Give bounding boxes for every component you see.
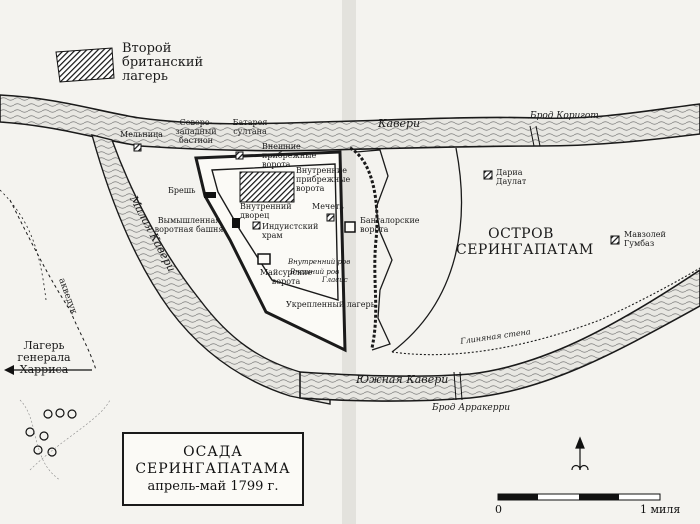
label-mosque: Мечеть xyxy=(312,202,344,211)
label-outer-water-gate: Внешние прибрежные ворота xyxy=(262,142,317,169)
aqueduct-line xyxy=(9,199,97,371)
label-gate-tower: Вымышленная воротная башня xyxy=(154,216,224,234)
scale-one-mile: 1 миля xyxy=(640,503,681,516)
arrakerri-ford xyxy=(453,371,463,401)
label-harris-camp: Лагерь генерала Харриса xyxy=(17,339,71,376)
harris-camp-markers xyxy=(25,408,77,457)
kaveri-river xyxy=(0,94,700,152)
mosque-marker xyxy=(326,213,335,222)
label-breach: Брешь xyxy=(168,186,196,195)
label-gumbaz: Мавзолей Гумбаз xyxy=(624,230,666,248)
scale-zero: 0 xyxy=(495,503,502,516)
korigot-ford xyxy=(529,125,541,147)
legend-british-camp: Второй британский лагерь xyxy=(122,41,204,84)
label-inner-moat: Внутренний ров xyxy=(288,258,351,266)
scale-bar xyxy=(497,493,661,501)
north-symbol xyxy=(571,436,589,471)
inner-palace-block xyxy=(239,171,295,203)
gate-tower xyxy=(232,218,240,228)
label-mill: Мельница xyxy=(120,130,163,139)
gumbaz-marker xyxy=(610,235,620,245)
daria-daulat-marker xyxy=(483,170,493,180)
label-bangalore-gate: Бангалорские ворота xyxy=(360,216,420,234)
title-line-1: ОСАДА xyxy=(183,444,243,460)
breach-marker xyxy=(204,192,216,198)
label-arrakerri-ford: Брод Арракерри xyxy=(432,403,511,413)
title-cartouche: ОСАДА СЕРИНГАПАТАМА апрель-май 1799 г. xyxy=(122,432,304,506)
south-kaveri-river xyxy=(299,269,700,402)
british-camp-swatch xyxy=(55,47,115,83)
mill-marker xyxy=(133,143,142,152)
label-kaveri: Кавери xyxy=(378,117,421,130)
label-fortified-camp: Укрепленный лагерь xyxy=(286,300,375,309)
label-korigot-ford: Брод Коригот xyxy=(530,111,599,121)
island-outline xyxy=(391,147,463,353)
label-outer-moat: Внешний ров xyxy=(290,268,340,276)
mysore-gate-block xyxy=(257,253,271,265)
label-south-kaveri: Южная Кавери xyxy=(356,373,449,386)
temple-marker xyxy=(252,221,261,230)
battery-marker xyxy=(235,151,244,160)
label-inner-palace: Внутренний дворец xyxy=(240,202,292,220)
label-inner-water-gate: Внутренние прибрежные ворота xyxy=(296,166,351,193)
label-nw-bastion: Северо-западный бастион xyxy=(175,118,217,145)
label-island: ОСТРОВ СЕРИНГАПАТАМ xyxy=(456,226,594,258)
title-line-2: СЕРИНГАПАТАМА xyxy=(135,461,291,477)
bangalore-gate-block xyxy=(344,221,356,233)
east-outworks xyxy=(355,149,393,351)
label-daria-daulat: Дариа Даулат xyxy=(496,168,527,186)
fort-inner-wall xyxy=(211,163,339,301)
label-sultan-battery: Батарея султана xyxy=(232,118,268,136)
label-mysore-gate: Майсурские ворота xyxy=(259,268,313,286)
label-hindu-temple: Индуистский храм xyxy=(262,222,319,240)
east-bastion xyxy=(349,146,379,349)
clay-wall xyxy=(391,267,700,356)
title-line-3: апрель-май 1799 г. xyxy=(147,479,279,494)
label-glacis: Гласис xyxy=(322,276,348,284)
